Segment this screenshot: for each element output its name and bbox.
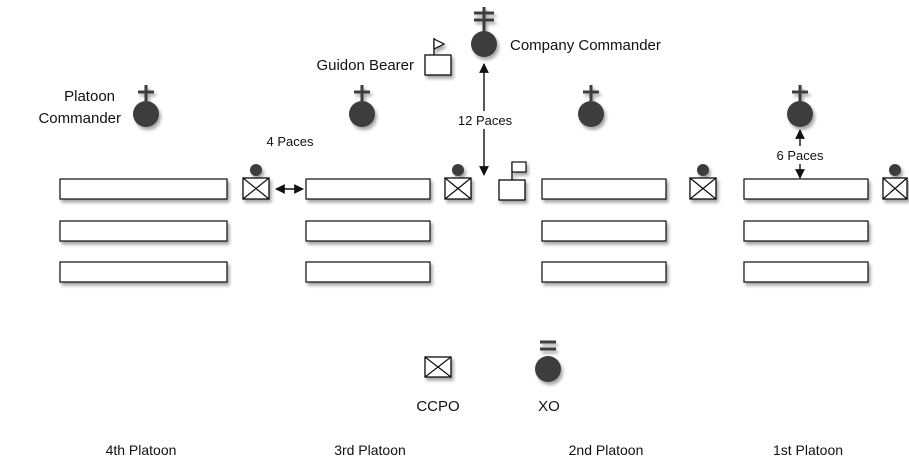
platoon-label-4th: 4th Platoon [106, 442, 177, 458]
rank-bar-3rd-2 [305, 220, 431, 242]
platoon-petty-officer-1st-icon [882, 164, 908, 200]
flag-bearer-icon [498, 161, 527, 201]
rank-bar-3rd-1 [305, 178, 431, 200]
rank-bar-4th-2 [59, 220, 228, 242]
ccpo-icon [424, 356, 452, 378]
platoon-commander-2nd-icon [578, 85, 604, 127]
xo-icon [535, 340, 561, 382]
rank-bar-1st-3 [743, 261, 869, 283]
rank-bar-2nd-2 [541, 220, 667, 242]
six-paces-label-bg [758, 146, 842, 164]
platoon-label-1st: 1st Platoon [773, 442, 843, 458]
ccpo-label: CCPO [416, 398, 459, 415]
platoon-commander-1st-icon [787, 85, 813, 127]
rank-bar-4th-1 [59, 178, 228, 200]
platoon-petty-officer-2nd-icon [689, 164, 717, 200]
rank-bar-2nd-3 [541, 261, 667, 283]
platoon-commander-3rd-icon [349, 85, 375, 127]
twelve-paces-label-bg [444, 111, 524, 129]
rank-bar-4th-3 [59, 261, 228, 283]
guidon-bearer-icon [424, 38, 452, 76]
platoon-petty-officer-3rd-icon [444, 164, 472, 200]
platoon-label-2nd: 2nd Platoon [569, 442, 644, 458]
platoon-commander-label-line1: Platoon [64, 88, 115, 105]
company-commander-label: Company Commander [510, 37, 661, 54]
guidon-bearer-label: Guidon Bearer [316, 57, 414, 74]
six-paces-label: 6 Paces [777, 148, 824, 163]
rank-bar-1st-1 [743, 178, 869, 200]
rank-bar-3rd-3 [305, 261, 431, 283]
platoon-label-3rd: 3rd Platoon [334, 442, 406, 458]
rank-bar-2nd-1 [541, 178, 667, 200]
company-commander-icon [471, 7, 497, 57]
xo-label: XO [538, 398, 560, 415]
platoon-commander-label-line2: Commander [38, 110, 121, 127]
platoon-petty-officer-4th-icon [242, 164, 270, 200]
platoon-commander-4th-icon [133, 85, 159, 127]
twelve-paces-label: 12 Paces [458, 113, 513, 128]
four-paces-label: 4 Paces [267, 134, 314, 149]
rank-bar-1st-2 [743, 220, 869, 242]
